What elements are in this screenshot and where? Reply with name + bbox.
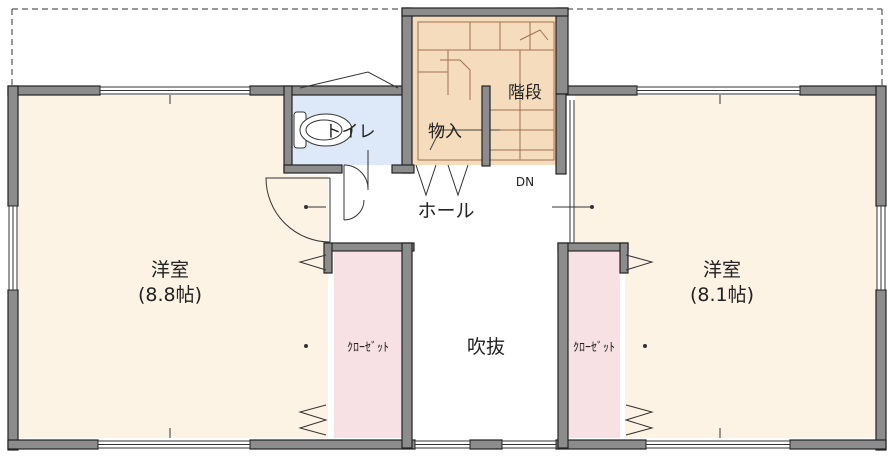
stairs-direction-label: DN bbox=[516, 175, 534, 189]
toilet-fixture bbox=[293, 111, 353, 149]
closet-right-label: ｸﾛｰｾﾞｯﾄ bbox=[573, 340, 615, 354]
void-label: 吹抜 bbox=[467, 336, 505, 358]
stair-arrow bbox=[429, 129, 500, 151]
hall-label: ホール bbox=[417, 200, 474, 222]
western-room-left-size: (8.8帖) bbox=[138, 284, 202, 306]
windows bbox=[8, 86, 886, 449]
roof-outline bbox=[11, 8, 883, 88]
western-room-right-floor bbox=[625, 95, 877, 438]
closet-doors bbox=[298, 254, 654, 436]
closet-left-floor bbox=[334, 252, 404, 438]
closet-left-label: ｸﾛｰｾﾞｯﾄ bbox=[347, 340, 389, 354]
western-room-left-name: 洋室 bbox=[151, 259, 189, 281]
western-room-right-ext bbox=[575, 95, 625, 245]
western-room-left-ext bbox=[288, 175, 328, 438]
western-room-right-name: 洋室 bbox=[703, 259, 741, 281]
stairs-label: 階段 bbox=[508, 83, 542, 103]
storage-label: 物入 bbox=[428, 122, 462, 142]
western-room-left-floor bbox=[18, 95, 288, 438]
western-room-right-size: (8.1帖) bbox=[690, 284, 754, 306]
toilet-label: トイレ bbox=[325, 122, 376, 142]
outlet-marks bbox=[169, 95, 721, 438]
stair-treads bbox=[417, 21, 555, 161]
closet-right-floor bbox=[568, 252, 620, 438]
doors bbox=[265, 71, 575, 243]
void-floor bbox=[412, 250, 560, 438]
walls bbox=[7, 7, 887, 451]
